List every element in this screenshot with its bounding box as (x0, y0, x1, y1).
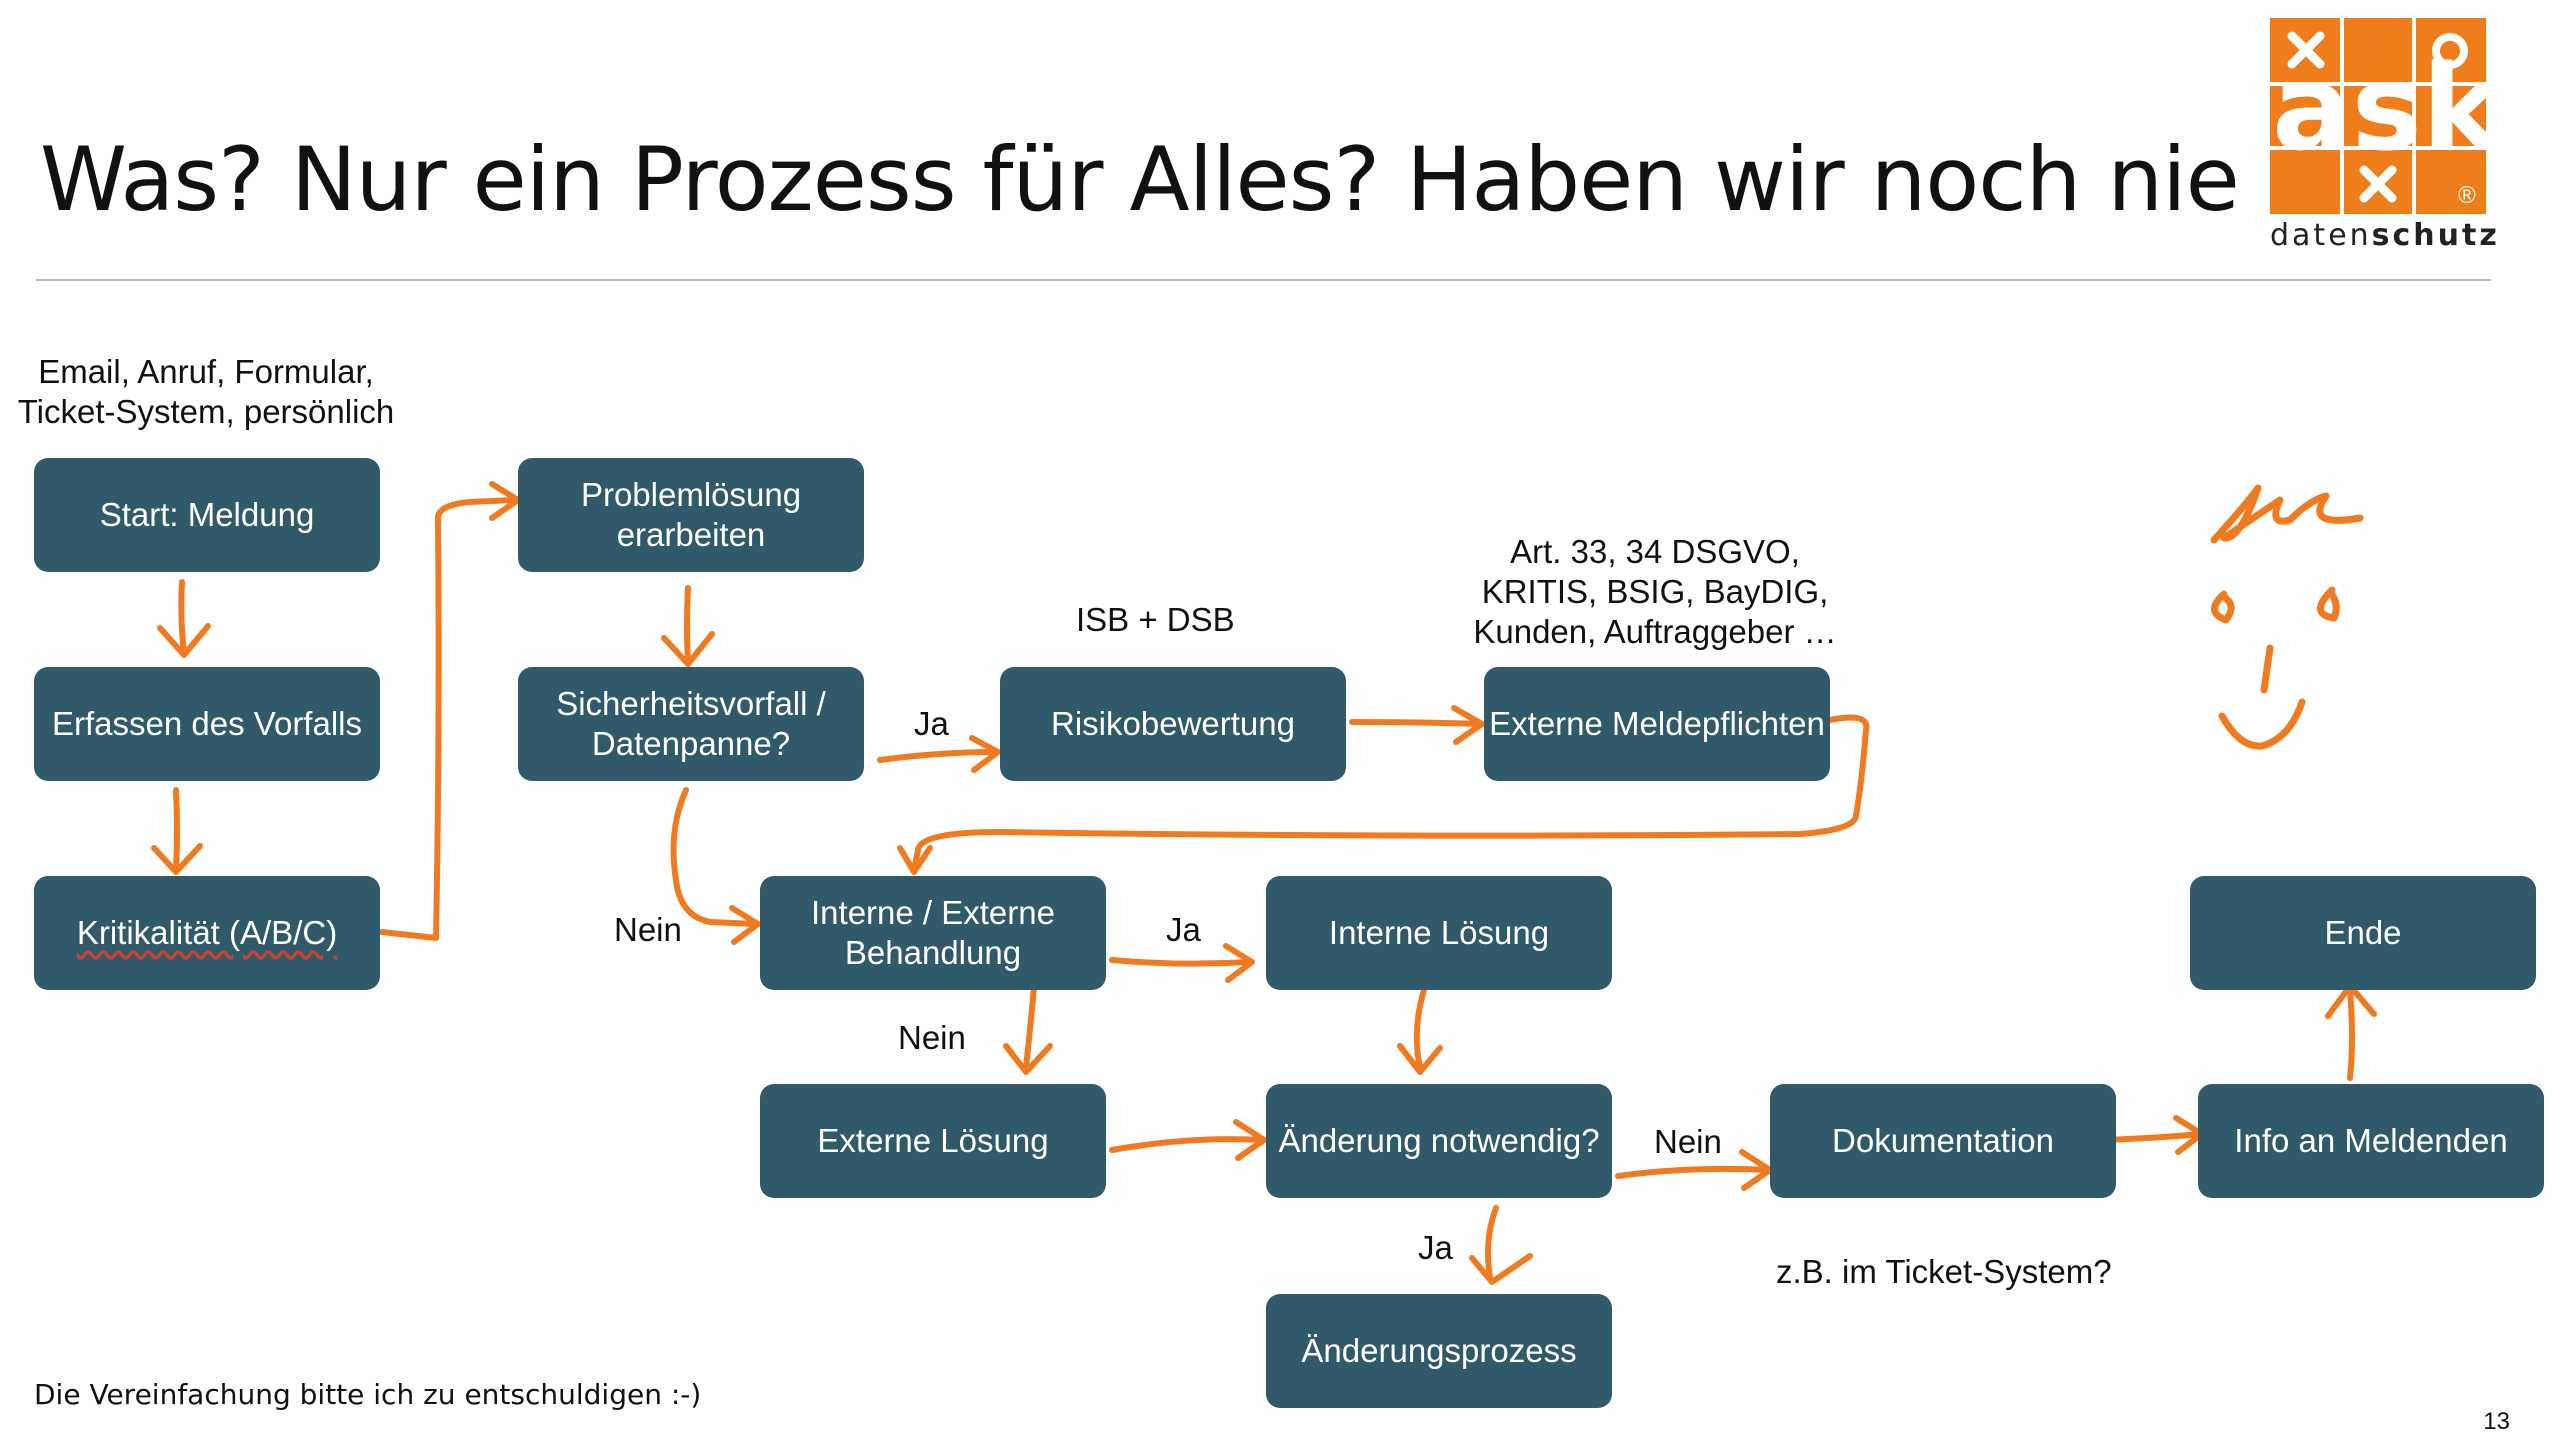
box-externe-meldepflichten: Externe Meldepflichten (1484, 667, 1830, 781)
arrow-externeloesung-to-aenderung (1109, 1119, 1267, 1161)
box-externe-loesung: Externe Lösung (760, 1084, 1106, 1198)
box-kritikalitaet-label: Kritikalität (A/B/C) (76, 914, 338, 951)
edge-label-ja-interne: Ja (1166, 911, 1201, 948)
channels-line-2: Ticket-System, persönlich (17, 393, 395, 430)
logo-sub-light: daten (2270, 218, 2372, 253)
channels-annotation: Email, Anruf, Formular, Ticket-System, p… (10, 352, 402, 432)
company-logo: ask ® datenschutz (2270, 18, 2501, 253)
box-ende: Ende (2190, 876, 2536, 990)
edge-label-nein-externe: Nein (898, 1019, 966, 1056)
edge-label-nein-interne: Nein (614, 911, 682, 948)
arrow-risikobewertung-to-meldepflichten (1349, 705, 1485, 745)
box-start-meldung: Start: Meldung (34, 458, 380, 572)
box-sicherheitsvorfall: Sicherheitsvorfall / Datenpanne? (518, 667, 864, 781)
logo-brand-text: ask (2272, 39, 2501, 177)
legal-line-1: Art. 33, 34 DSGVO, (1510, 533, 1800, 570)
logo-registered-mark: ® (2458, 182, 2476, 209)
legal-annotation: Art. 33, 34 DSGVO, KRITIS, BSIG, BayDIG,… (1460, 532, 1850, 652)
smiley-eye-right-icon (2317, 586, 2340, 622)
arrow-meldepflichten-to-interne (897, 714, 1870, 875)
arrow-interne-to-interneloesung (1109, 943, 1255, 983)
box-erfassen-des-vorfalls: Erfassen des Vorfalls (34, 667, 380, 781)
ticket-hint-annotation: z.B. im Ticket-System? (1776, 1253, 2112, 1290)
box-dokumentation: Dokumentation (1770, 1084, 2116, 1198)
arrow-interneloesung-to-aenderung (1397, 987, 1443, 1075)
edge-label-ja-risk: Ja (914, 705, 949, 742)
page-number: 13 (2483, 1408, 2510, 1435)
box-kritikalitaet: Kritikalität (A/B/C) (34, 876, 380, 990)
arrow-problemloesung-to-sicherheitsvorfall (661, 585, 715, 667)
logo-subtitle: datenschutz (2270, 218, 2497, 253)
logo-tile-grid (2270, 18, 2486, 214)
box-aenderungsprozess: Änderungsprozess (1266, 1294, 1612, 1408)
arrow-sicherheitsvorfall-to-risikobewertung (877, 735, 1001, 773)
edge-label-ja-aenderung: Ja (1418, 1229, 1453, 1266)
logo-grid-lines-icon (2270, 18, 2486, 214)
arrow-dokumentation-to-info (2099, 1115, 2205, 1155)
legal-line-2: KRITIS, BSIG, BayDIG, (1481, 573, 1829, 610)
slide-title: Was? Nur ein Prozess für Alles? Haben wi… (40, 128, 2478, 231)
box-interne-loesung: Interne Lösung (1266, 876, 1612, 990)
title-divider (36, 279, 2491, 281)
arrow-aenderung-to-aenderungsprozess (1469, 1205, 1533, 1285)
box-info-an-meldenden: Info an Meldenden (2198, 1084, 2544, 1198)
smiley-hair-icon (2210, 484, 2364, 544)
smiley-doodle (2210, 484, 2364, 750)
arrow-interne-to-externeloesung (1003, 985, 1053, 1075)
channels-line-1: Email, Anruf, Formular, (38, 353, 374, 390)
edge-label-nein-doku: Nein (1654, 1123, 1722, 1160)
logo-sub-bold: schutz (2371, 218, 2500, 253)
legal-line-3: Kunden, Auftraggeber … (1473, 613, 1837, 650)
arrow-kritikalitaet-to-problemloesung (379, 481, 521, 941)
box-problemloesung: Problemlösung erarbeiten (518, 458, 864, 572)
isb-dsb-annotation: ISB + DSB (1076, 601, 1235, 638)
box-aenderung-notwendig: Änderung notwendig? (1266, 1084, 1612, 1198)
smiley-nose-icon (2260, 644, 2274, 694)
arrow-erfassen-to-kritikalitaet (151, 787, 203, 875)
box-risikobewertung: Risikobewertung (1000, 667, 1346, 781)
footnote: Die Vereinfachung bitte ich zu entschuld… (34, 1378, 702, 1411)
box-interne-externe-behandlung: Interne / Externe Behandlung (760, 876, 1106, 990)
arrow-start-to-erfassen (157, 579, 211, 658)
arrow-info-to-ende (2325, 983, 2377, 1081)
arrow-sicherheitsvorfall-to-interne (670, 787, 761, 945)
smiley-eye-left-icon (2211, 590, 2235, 624)
smiley-mouth-icon (2218, 698, 2306, 750)
